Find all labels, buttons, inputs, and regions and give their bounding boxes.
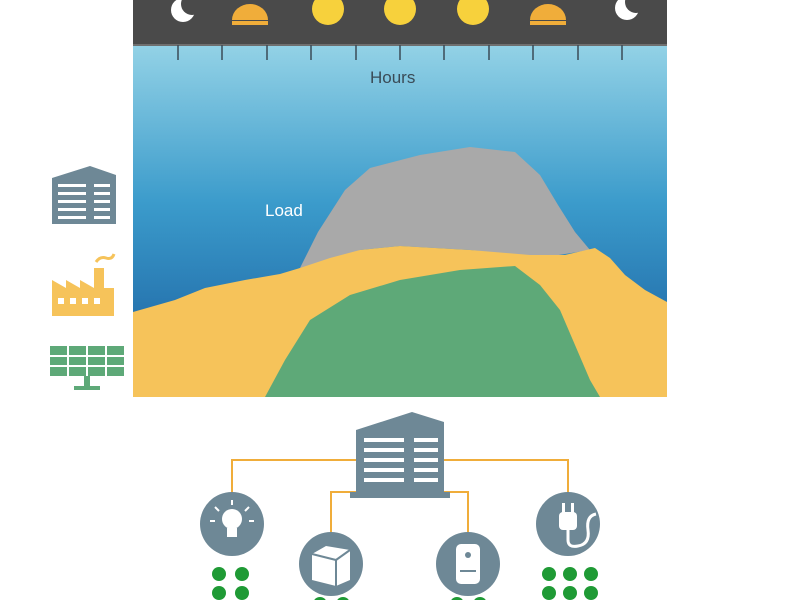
sun-icon	[384, 0, 416, 25]
ev-plug-icon	[536, 492, 600, 556]
sunset-icon	[530, 4, 566, 25]
sunrise-icon	[232, 4, 268, 25]
solar-panel-icon	[50, 346, 124, 390]
water-heater-indicators	[451, 597, 486, 600]
hours-axis-label: Hours	[370, 68, 416, 87]
office-building-icon	[52, 166, 116, 224]
load-area	[280, 147, 590, 288]
moon-icon	[615, 0, 647, 20]
central-building-icon	[350, 412, 450, 498]
water-heater-icon	[436, 532, 500, 596]
light-bulb-indicators	[212, 567, 249, 600]
sun-icon	[457, 0, 489, 25]
factory-icon	[52, 253, 116, 316]
ev-plug-indicators	[542, 567, 598, 600]
sun-icon	[312, 0, 344, 25]
moon-icon	[171, 0, 203, 22]
storage-unit-icon	[299, 532, 363, 596]
solar-area	[265, 266, 600, 397]
light-bulb-icon	[200, 492, 264, 556]
storage-unit-indicators	[314, 597, 349, 600]
hour-ticks	[177, 45, 623, 60]
load-label: Load	[265, 201, 303, 220]
